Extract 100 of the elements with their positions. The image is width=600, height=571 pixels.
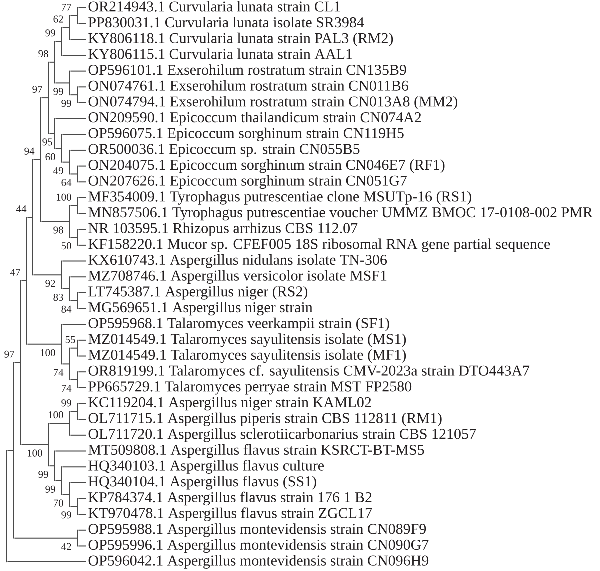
- taxon-label: KY806115.1 Curvularia lunata strain AAL1: [88, 48, 352, 60]
- branch-line: [70, 348, 78, 349]
- branch-line: [78, 403, 86, 404]
- taxon-label: KP784374.1 Aspergillus flavus strain 176 1 B2: [88, 492, 372, 506]
- branch-line: [70, 411, 78, 412]
- branch-line: [55, 148, 62, 149]
- branch-line: [55, 480, 62, 482]
- bootstrap-value: 92: [46, 280, 56, 288]
- taxon-label: MT509808.1 Aspergillus flavus strain KSRCT-BT-MS5: [88, 444, 424, 458]
- bootstrap-value: 62: [54, 16, 64, 23]
- bootstrap-value: 100: [40, 349, 56, 356]
- branch-line: [55, 41, 62, 42]
- bootstrap-value: 74: [62, 385, 72, 392]
- branch-line: [70, 434, 86, 436]
- branch-line: [62, 324, 86, 326]
- branch-line: [14, 362, 21, 364]
- branch-line: [21, 444, 49, 446]
- bootstrap-value: 84: [62, 306, 72, 313]
- taxon-label: OR500036.1 Epicoccum sp. strain CN055B5: [88, 144, 360, 158]
- branch-line: [78, 340, 86, 341]
- taxon-label: OP596075.1 Epicoccum sorghinum strain CN119H5: [88, 128, 404, 142]
- bootstrap-value: 44: [16, 206, 27, 212]
- bootstrap-value: 98: [54, 226, 64, 234]
- branch-line: [70, 506, 78, 508]
- bootstrap-value: 50: [62, 242, 72, 250]
- branch-line: [49, 466, 55, 467]
- branch-line: [78, 166, 86, 167]
- branch-line: [70, 300, 78, 302]
- taxon-label: OP595968.1 Talaromyces veerkampii strain (SF1): [88, 318, 390, 332]
- branch-line: [14, 538, 78, 539]
- branch-line: [21, 280, 27, 282]
- branch-line: [55, 118, 86, 120]
- taxon-label: ON074794.1 Exserohilum rostratum strain CN013A8 (MM2): [88, 96, 458, 110]
- branch-line: [62, 364, 70, 365]
- branch-line: [78, 356, 86, 357]
- branch-line: [55, 82, 70, 84]
- branch-line: [70, 39, 86, 40]
- branch-line: [49, 133, 55, 134]
- branch-line: [49, 423, 70, 424]
- branch-line: [78, 546, 86, 547]
- bootstrap-value: 60: [46, 153, 56, 161]
- bootstrap-value: 100: [48, 412, 64, 419]
- taxon-label: MN857506.1 Tyrophagus putrescentiae voucher UMMZ BMOC 17-0108-002 PMR: [88, 207, 593, 221]
- taxon-label: OR819199.1 Talaromyces cf. sayulitensis CMV-2023a strain DTO443A7: [88, 365, 530, 379]
- taxon-label: MZ708746.1 Aspergillus versicolor isolate MSF1: [88, 270, 387, 284]
- branch-line: [78, 197, 86, 198]
- bootstrap-value: 49: [54, 167, 64, 174]
- bootstrap-value: 99: [62, 400, 72, 407]
- taxon-label: LT745387.1 Aspergillus niger (RS2): [88, 286, 308, 300]
- branch-line: [78, 292, 86, 294]
- bootstrap-value: 55: [66, 336, 76, 344]
- bootstrap-value: 42: [62, 543, 72, 550]
- bootstrap-value: 99: [46, 30, 56, 37]
- branch-line: [70, 15, 78, 16]
- bootstrap-value: 47: [10, 269, 20, 276]
- bootstrap-value: 100: [56, 194, 72, 201]
- branch-line: [7, 450, 14, 452]
- branch-line: [41, 98, 49, 99]
- taxon-label: KF158220.1 Mucor sp. CFEF005 18S ribosomal RNA gene partial sequence: [88, 238, 550, 252]
- branch-line: [41, 221, 70, 222]
- bootstrap-value: 83: [54, 294, 64, 302]
- taxon-label: KC119204.1 Aspergillus niger strain KAML02: [88, 397, 372, 411]
- branch-line: [70, 482, 86, 484]
- branch-line: [70, 237, 78, 238]
- taxon-label: MZ014549.1 Talaromyces sayulitensis isolate (MS1): [88, 334, 406, 348]
- bootstrap-value: 99: [38, 471, 48, 478]
- branch-line: [78, 244, 86, 246]
- bootstrap-value: 97: [4, 350, 14, 358]
- branch-line: [78, 23, 86, 24]
- taxon-label: OR214943.1 Curvularia lunata strain CL1: [88, 1, 340, 12]
- taxon-label: OP596042.1 Aspergillus montevidensis strain CN096H9: [88, 555, 429, 569]
- bootstrap-value: 99: [62, 512, 72, 519]
- branch-line: [62, 162, 70, 163]
- taxon-label: KX610743.1 Aspergillus nidulans isolate TN-306: [88, 254, 388, 268]
- taxon-label: NR 103595.1 Rhizopus arrhizus CBS 112.07: [88, 222, 358, 236]
- branch-line: [27, 217, 33, 218]
- bootstrap-value: 99: [54, 88, 64, 96]
- bootstrap-value: 100: [28, 450, 42, 457]
- branch-line: [70, 174, 78, 175]
- taxon-label: ON204075.1 Epicoccum sorghinum strain CN046E7 (RF1): [88, 160, 445, 174]
- taxon-label: ON074761.1 Exserohilum rostratum strain CN011B6: [88, 80, 408, 92]
- taxon-label: OL711715.1 Aspergillus piperis strain CBS 112811 (RM1): [88, 412, 442, 426]
- taxon-label: PP665729.1 Talaromyces perryae strain MST FP2580: [88, 381, 412, 395]
- taxon-label: MG569651.1 Aspergillus niger strain: [88, 302, 313, 316]
- branch-line: [62, 27, 70, 28]
- branch-line: [7, 562, 86, 563]
- branch-line: [78, 229, 86, 230]
- branch-line: [78, 213, 86, 214]
- branch-line: [62, 466, 86, 468]
- taxon-label: ON207626.1 Epicoccum sorghinum strain CN051G7: [88, 175, 408, 190]
- branch-line: [62, 260, 86, 262]
- bootstrap-value: 99: [62, 100, 72, 108]
- branch-line: [78, 102, 86, 104]
- bootstrap-value: 99: [46, 486, 56, 493]
- branch-line: [62, 494, 70, 496]
- bootstrap-value: 77: [62, 4, 72, 11]
- branch-line: [70, 205, 78, 206]
- branch-line: [62, 288, 70, 290]
- branch-line: [78, 387, 86, 388]
- taxon-label: ON209590.1 Epicoccum thailandicum strain CN074A2: [88, 112, 422, 126]
